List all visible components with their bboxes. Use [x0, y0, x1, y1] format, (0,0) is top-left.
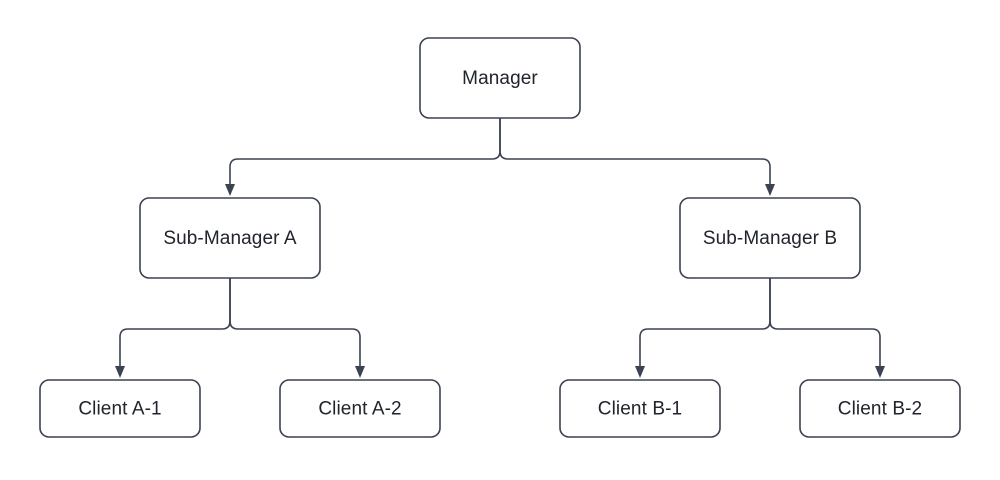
arrowhead-icon [115, 366, 125, 378]
node-box[interactable] [559, 379, 721, 438]
node-box[interactable] [139, 197, 321, 279]
node-client_b1[interactable]: Client B-1 [559, 379, 721, 438]
node-client_a1[interactable]: Client A-1 [39, 379, 201, 438]
edge-manager-to-sub_a [225, 118, 501, 196]
node-box[interactable] [419, 37, 581, 119]
arrowhead-icon [225, 184, 235, 196]
edge-line [639, 278, 771, 366]
arrowhead-icon [875, 366, 885, 378]
edge-line [499, 118, 771, 184]
node-sub_b[interactable]: Sub-Manager B [679, 197, 861, 279]
arrowhead-icon [355, 366, 365, 378]
node-label: Manager [462, 68, 538, 89]
node-client_b2[interactable]: Client B-2 [799, 379, 961, 438]
edge-line [119, 278, 231, 366]
node-label: Sub-Manager B [703, 228, 837, 249]
edge-sub_b-to-client_b2 [769, 278, 885, 378]
edges-layer [115, 118, 885, 378]
node-sub_a[interactable]: Sub-Manager A [139, 197, 321, 279]
edge-sub_a-to-client_a2 [229, 278, 365, 378]
edge-line [229, 118, 501, 184]
edge-sub_b-to-client_b1 [635, 278, 771, 378]
node-label: Client B-2 [838, 399, 922, 420]
node-box[interactable] [799, 379, 961, 438]
edge-line [229, 278, 361, 366]
node-label: Client A-1 [78, 399, 161, 420]
edge-sub_a-to-client_a1 [115, 278, 231, 378]
arrowhead-icon [765, 184, 775, 196]
node-box[interactable] [39, 379, 201, 438]
arrowhead-icon [635, 366, 645, 378]
node-manager[interactable]: Manager [419, 37, 581, 119]
node-label: Client A-2 [318, 399, 401, 420]
node-box[interactable] [279, 379, 441, 438]
node-label: Sub-Manager A [163, 228, 297, 249]
node-label: Client B-1 [598, 399, 682, 420]
edge-line [769, 278, 881, 366]
node-box[interactable] [679, 197, 861, 279]
node-client_a2[interactable]: Client A-2 [279, 379, 441, 438]
edge-manager-to-sub_b [499, 118, 775, 196]
